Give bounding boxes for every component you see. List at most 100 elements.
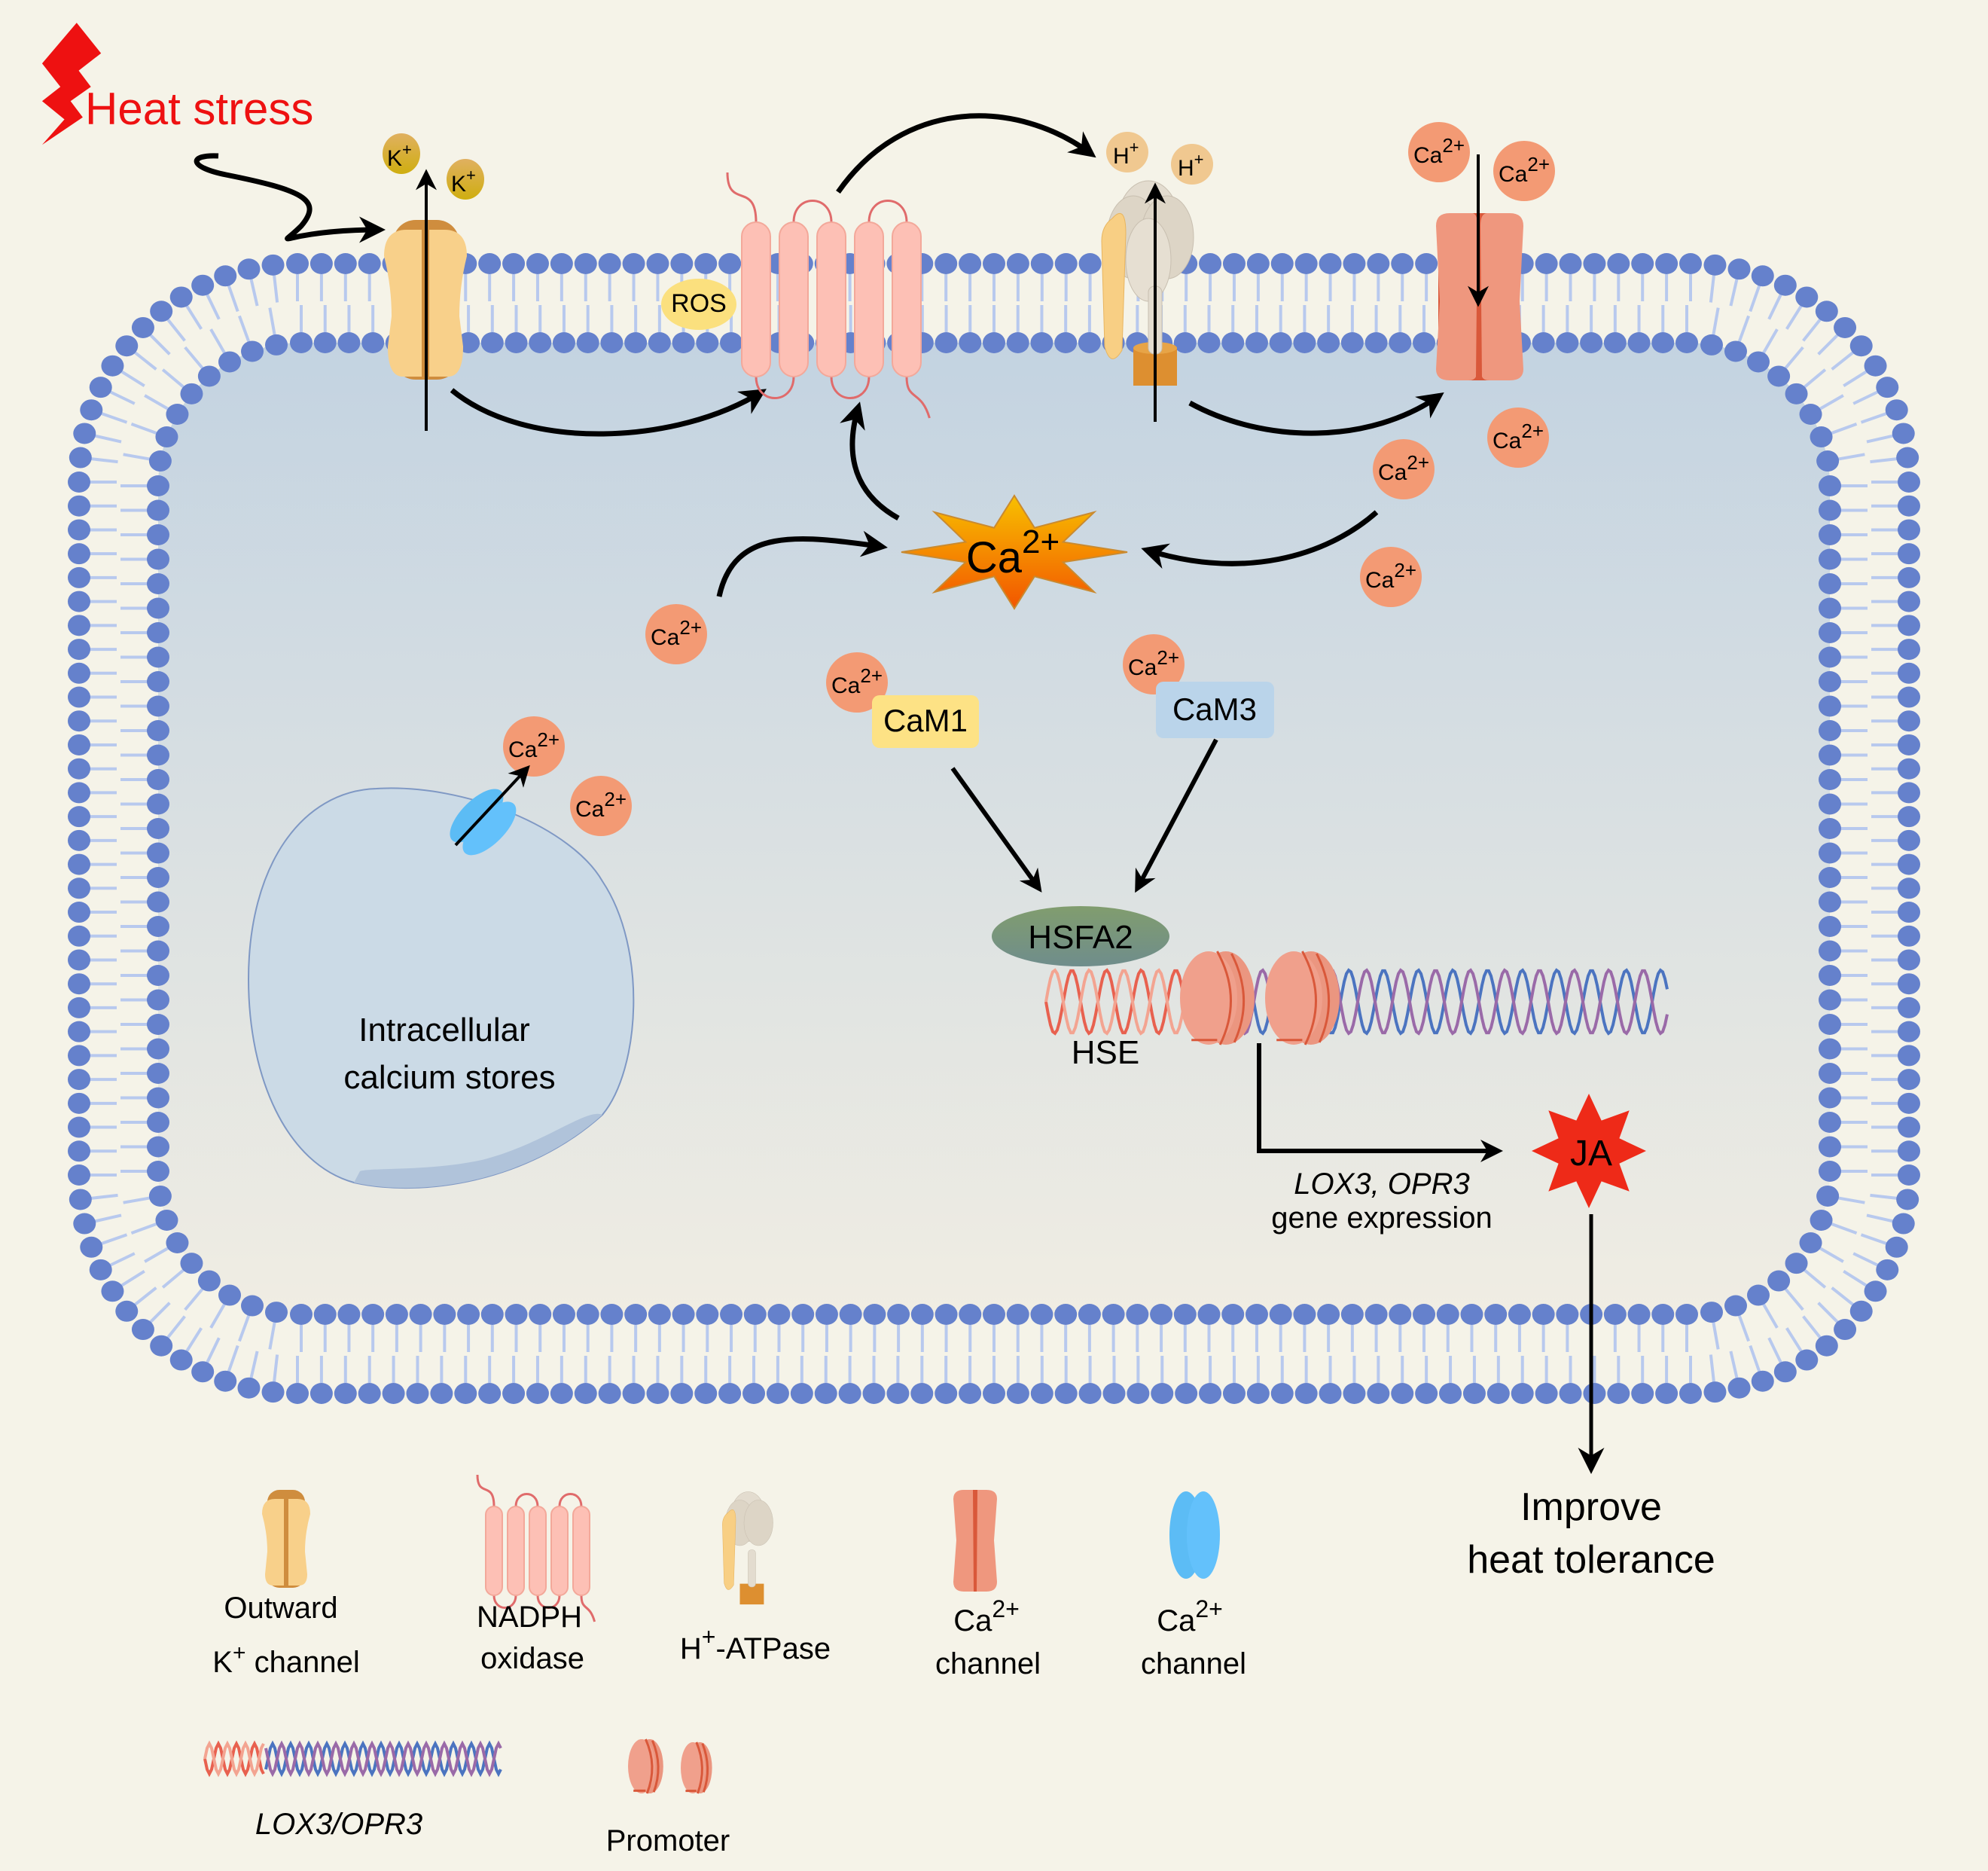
lipid-head [1898,639,1920,661]
lipid-head [1221,1304,1245,1325]
lipid-head [696,332,719,353]
lipid-head [1006,253,1029,274]
lipid-tail [1762,1303,1779,1329]
lipid-tail [227,285,239,313]
lipid-tail [184,346,204,370]
lipid-tail [185,305,203,330]
lipid-head [1054,253,1078,274]
legend-ca-channel-store: Ca2+ channel [1141,1491,1246,1680]
lipid-head [115,335,139,357]
cam3-label: CaM3 [1172,691,1257,727]
lipid-head [648,332,671,353]
lipid-head [68,1092,90,1114]
legend-ca-channel-icon [953,1490,997,1592]
lipid-head [1245,1304,1268,1325]
lipid-head [1173,332,1197,353]
lipid-head [68,1116,90,1138]
lipid-head [169,286,193,308]
lipid-head [147,499,169,521]
lipid-head [1343,1383,1366,1404]
lipid-head [197,365,221,387]
lipid-head [218,1284,241,1306]
lipid-head [1724,1295,1747,1317]
lipid-head [529,1304,552,1325]
legend-promoter-icon [628,1738,712,1794]
lipid-head [502,1383,526,1404]
lipid-head [1876,1259,1899,1280]
lipid-head [1819,671,1841,692]
lipid-head [766,1383,789,1404]
lipid-head [1898,662,1920,684]
lipid-tail [1749,1344,1761,1372]
lipid-tail [133,1287,157,1306]
ca-ion: Ca2+ [826,652,888,713]
lipid-tail [1802,318,1822,342]
lipid-head [1462,1383,1486,1404]
lipid-head [1078,1304,1101,1325]
cytosolic-ca-burst: Ca2+ [901,494,1128,610]
lipid-head [148,1185,172,1207]
svg-text:Ca2+: Ca2+ [1128,646,1179,680]
lipid-tail [1817,1302,1839,1323]
lipid-head [1532,332,1555,353]
lipid-head [147,1136,169,1158]
lipid-head [1773,274,1797,296]
lipid-head [1197,332,1221,353]
lipid-head [1484,1304,1508,1325]
lipid-head [1819,989,1841,1011]
lipid-head [1102,1304,1125,1325]
lipid-head [169,1349,193,1371]
legend-dna-icon [203,1740,502,1778]
lipid-head [1785,1253,1808,1274]
lipid-head [457,1304,480,1325]
lipid-head [150,1335,173,1357]
lipid-head [838,1383,861,1404]
lipid-head [1655,1383,1679,1404]
lipid-tail [1831,351,1855,371]
lipid-tail [1729,279,1739,307]
lipid-head [147,867,169,888]
lipid-head [1391,1383,1414,1404]
lipid-head [1819,1161,1841,1182]
lipid-tail [185,1327,203,1352]
heat-stress-stimulus: Heat stress [41,23,386,243]
lipid-head [624,332,648,353]
lipid-head [1819,720,1841,741]
nucleosome [628,1738,663,1794]
lipid-head [1269,1304,1292,1325]
lipid-head [576,1304,599,1325]
lipid-head [1815,301,1838,322]
lipid-head [147,548,169,570]
lipid-head [1834,316,1857,338]
lipid-head [68,543,90,565]
lipid-head [147,1161,169,1182]
lipid-tail [268,307,276,335]
lipid-tail [1843,370,1868,388]
outcome-line1: Improve [1520,1485,1662,1529]
lipid-head [1834,1319,1857,1341]
lipid-head [935,1304,958,1325]
lipid-tail [90,1193,118,1200]
svg-text:Ca2+: Ca2+ [1365,559,1416,593]
ros-bubble [661,279,736,330]
ca-ion: Ca2+ [503,716,565,777]
lipid-head [1317,332,1340,353]
lipid-head [89,1259,112,1280]
lipid-head [1293,332,1316,353]
lipid-tail [1831,1222,1858,1235]
lipid-head [1508,1304,1531,1325]
lipid-head [1892,1213,1915,1235]
lipid-head [1816,450,1840,472]
lipid-head [1294,1383,1318,1404]
lipid-head [147,671,169,692]
lipid-head [1486,1383,1510,1404]
lipid-head [1364,1304,1388,1325]
lipid-head [1898,615,1920,636]
lipid-head [337,1304,361,1325]
lipid-head [1819,573,1841,594]
lipid-head [790,1383,813,1404]
lipid-head [550,1383,573,1404]
legend-gene: LOX3/OPR3 [203,1740,502,1841]
lipid-head [1413,1304,1436,1325]
lipid-tail [1784,346,1804,370]
